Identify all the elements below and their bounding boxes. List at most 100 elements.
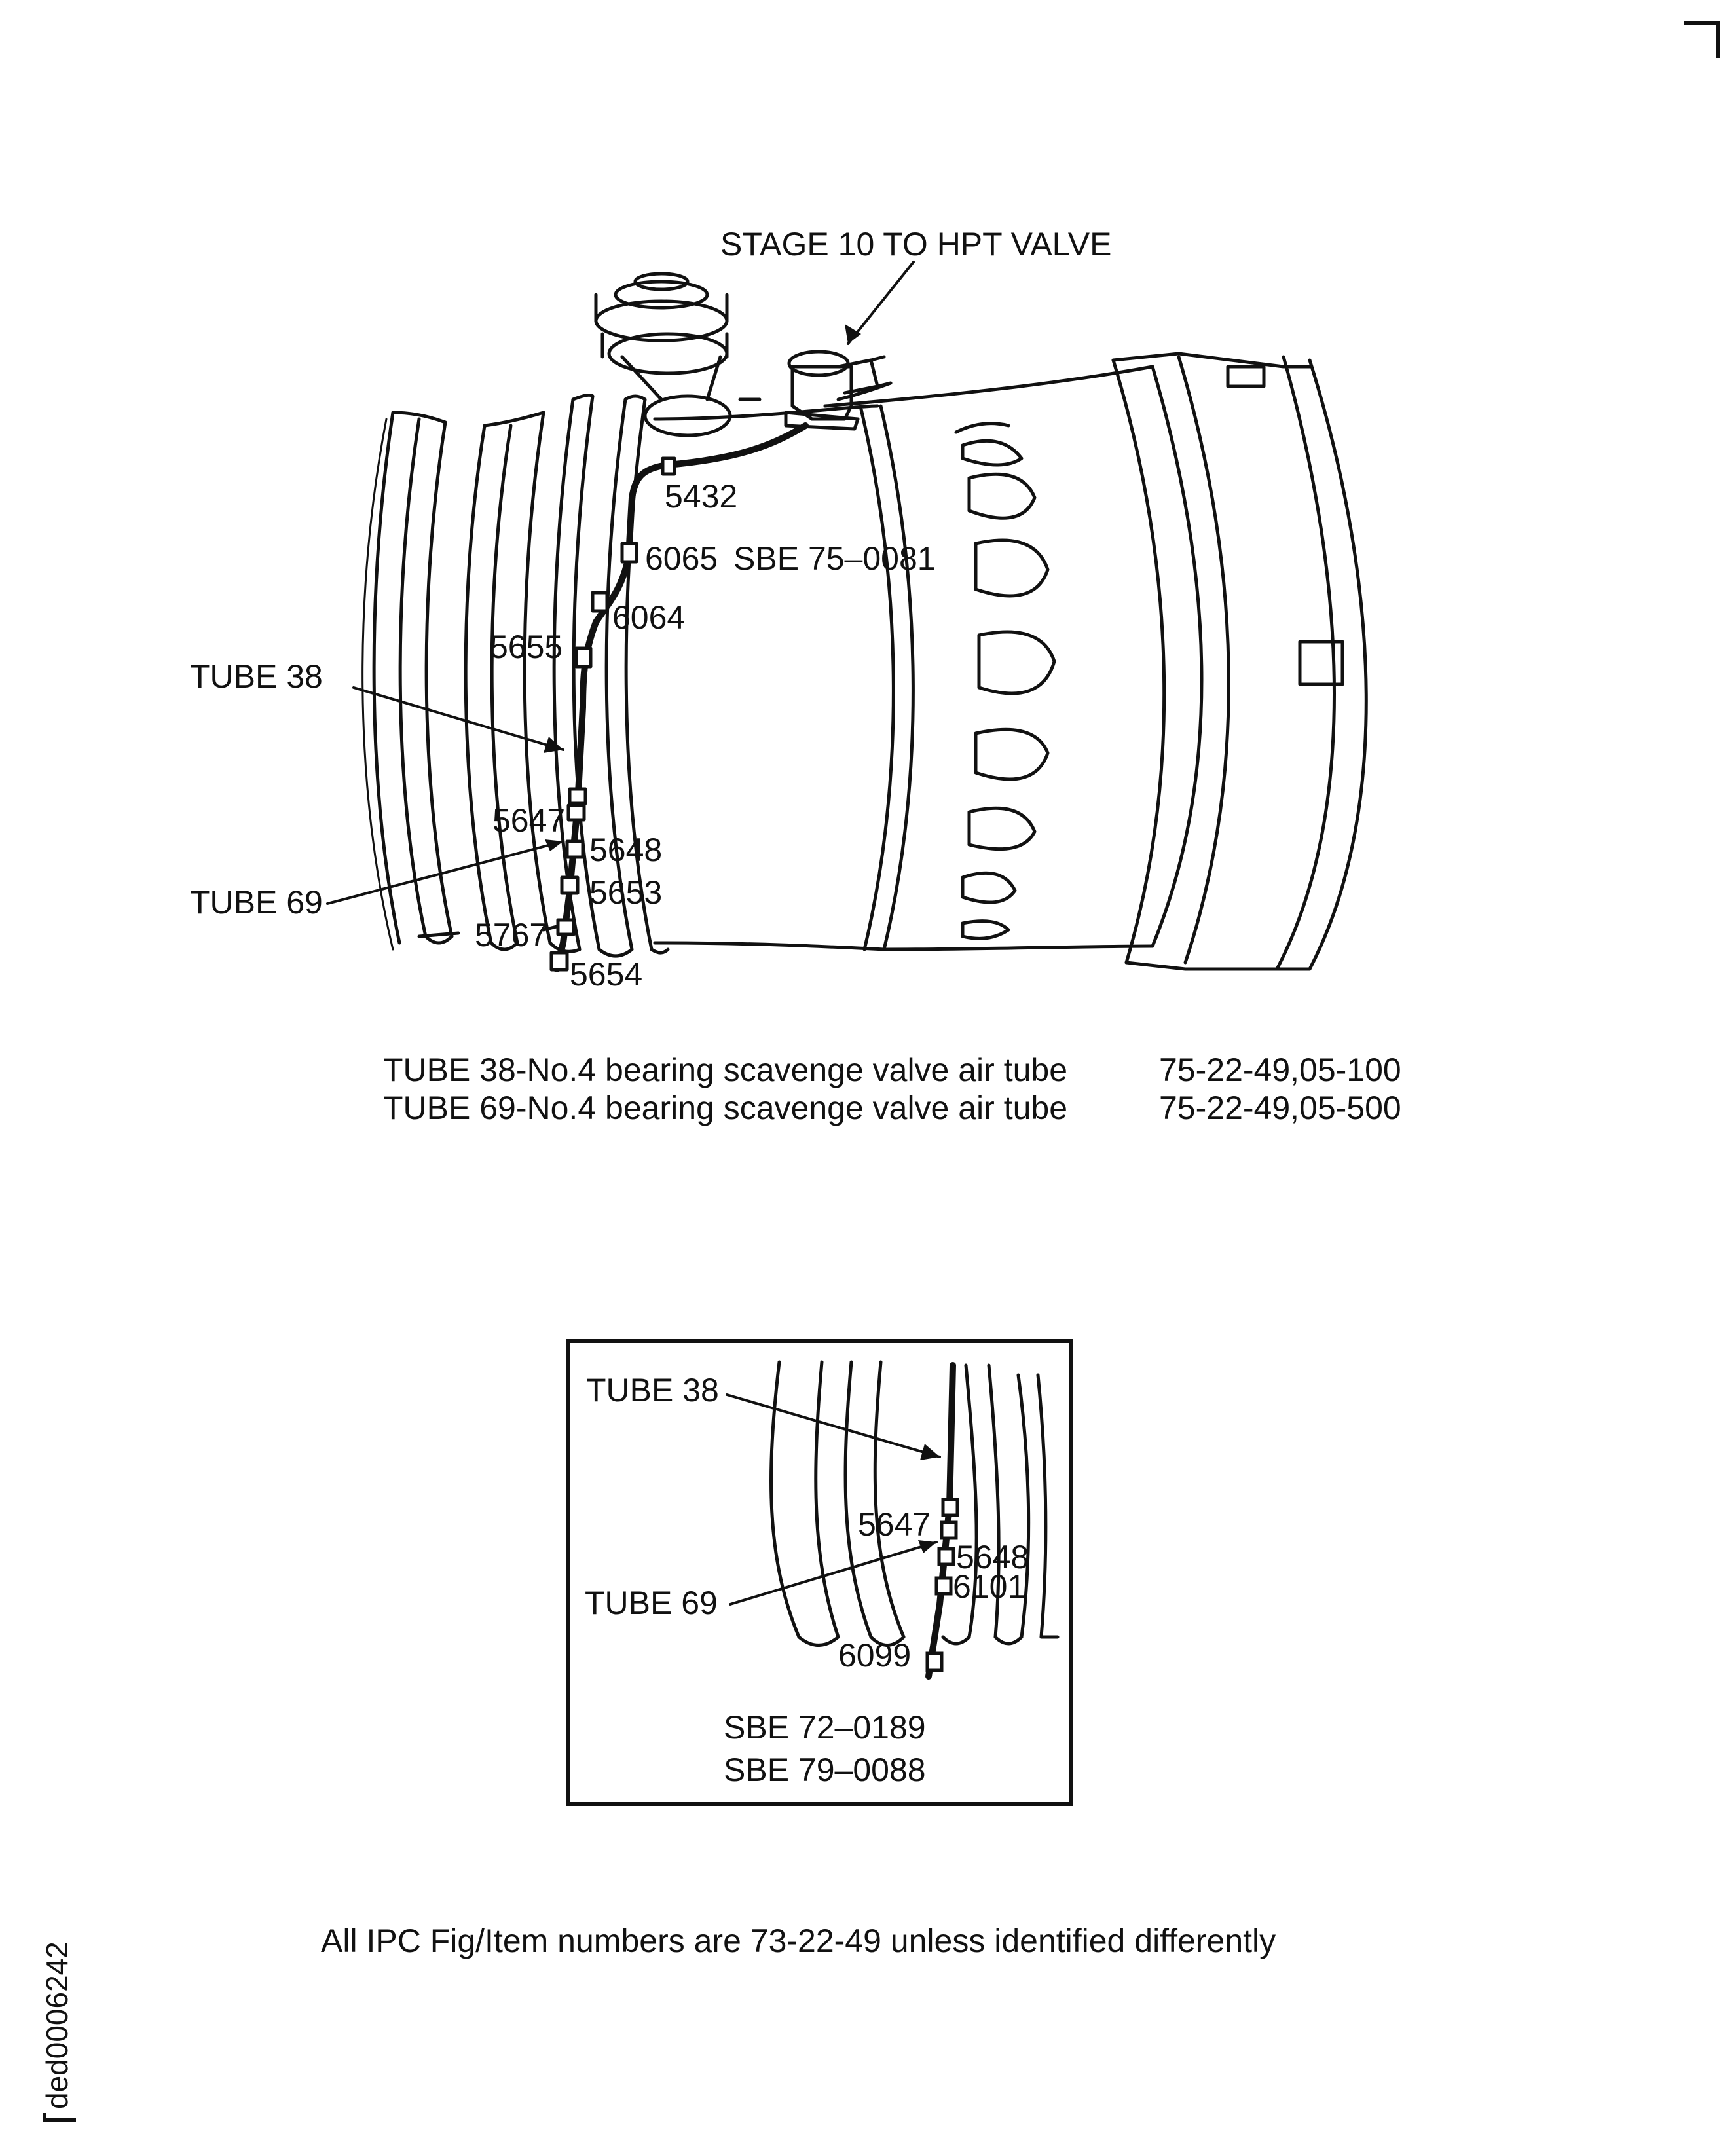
casing-bottom bbox=[653, 941, 1154, 951]
label-5653: 5653 bbox=[589, 874, 662, 911]
port-flange-3 bbox=[614, 280, 709, 310]
inset-label-6101: 6101 bbox=[953, 1568, 1025, 1605]
fitting-6065 bbox=[620, 542, 638, 564]
inset-ring-3 bbox=[843, 1360, 873, 1639]
inset-frame bbox=[566, 1339, 1073, 1806]
inset-fitting-5647b bbox=[940, 1520, 958, 1540]
ring-tops bbox=[391, 393, 647, 428]
slot-7 bbox=[967, 806, 1037, 851]
inset-ring-1 bbox=[769, 1360, 801, 1639]
port-neck bbox=[620, 355, 722, 401]
slot-2 bbox=[961, 439, 1024, 467]
leader-tube38 bbox=[352, 686, 564, 751]
rear-flange-1 bbox=[1111, 358, 1166, 965]
valve-top bbox=[787, 350, 850, 377]
inset-ring-2 bbox=[814, 1360, 840, 1639]
leader-stage10 bbox=[847, 261, 915, 345]
inset-label-tube38: TUBE 38 bbox=[586, 1372, 719, 1408]
rear-end-inner bbox=[1308, 358, 1368, 971]
port-cap bbox=[633, 272, 690, 291]
fitting-5655 bbox=[574, 646, 593, 669]
fitting-5654 bbox=[549, 951, 569, 972]
slot-4 bbox=[974, 538, 1050, 598]
slot-8 bbox=[961, 871, 1017, 904]
inset-bottoms bbox=[797, 1635, 1060, 1647]
fitting-5653 bbox=[560, 875, 580, 895]
inset-ring-4 bbox=[873, 1360, 906, 1639]
rear-top bbox=[1111, 352, 1312, 369]
label-5432: 5432 bbox=[665, 478, 737, 515]
valve-outlet-line bbox=[836, 381, 893, 401]
leader-tube69 bbox=[326, 840, 564, 905]
front-ring-6 bbox=[523, 411, 552, 945]
mid-ring-inner bbox=[879, 404, 915, 951]
fitting-5647a bbox=[568, 787, 587, 805]
slot-3 bbox=[967, 472, 1037, 520]
inset-fitting-6101 bbox=[934, 1576, 953, 1596]
label-5767: 5767 bbox=[475, 917, 547, 953]
label-tube69: TUBE 69 bbox=[190, 884, 323, 921]
rear-tab bbox=[1226, 365, 1266, 388]
corner-crop-mark bbox=[1684, 21, 1720, 58]
arrowheads bbox=[544, 324, 861, 851]
slot-9 bbox=[961, 919, 1010, 940]
rear-flange-outer bbox=[1151, 365, 1204, 948]
label-5648: 5648 bbox=[589, 832, 662, 868]
inset-arrowheads bbox=[918, 1444, 940, 1553]
rear-end-outer bbox=[1275, 355, 1336, 971]
label-6064: 6064 bbox=[612, 599, 685, 636]
inset-label-5648: 5648 bbox=[956, 1539, 1029, 1575]
slot-5 bbox=[977, 630, 1056, 695]
id-tick-mark bbox=[43, 2113, 77, 2122]
caption-tube38-name: TUBE 38-No.4 bearing scavenge valve air … bbox=[383, 1052, 1068, 1088]
label-stage10: STAGE 10 TO HPT VALVE bbox=[720, 226, 1111, 263]
caption-tube69-ref: 75-22-49,05-500 bbox=[1159, 1090, 1401, 1126]
slot-1 bbox=[954, 422, 1010, 434]
label-5647: 5647 bbox=[492, 802, 565, 839]
inset-ring-6 bbox=[987, 1363, 1001, 1639]
outer-casing-left bbox=[361, 418, 394, 951]
valve-arm bbox=[836, 358, 879, 395]
fitting-5767 bbox=[556, 918, 576, 936]
slot-6 bbox=[974, 727, 1050, 781]
fitting-5647b bbox=[566, 803, 586, 822]
front-ring-3 bbox=[424, 420, 454, 938]
fitting-5648 bbox=[565, 839, 585, 859]
fitting-6064 bbox=[591, 591, 609, 613]
inset-ring-8 bbox=[1036, 1373, 1048, 1639]
inset-label-5647: 5647 bbox=[858, 1506, 931, 1543]
document-id: ded0006242 bbox=[39, 1941, 77, 2122]
mid-ring bbox=[859, 407, 895, 951]
label-5654: 5654 bbox=[570, 956, 642, 993]
front-ring-8 bbox=[572, 394, 601, 951]
inset-ring-5 bbox=[964, 1363, 978, 1639]
label-sbe75: SBE 75–0081 bbox=[733, 540, 936, 577]
front-ring-7 bbox=[552, 397, 582, 951]
caption-tube69-name: TUBE 69-No.4 bearing scavenge valve air … bbox=[383, 1090, 1068, 1126]
inset-label-6099: 6099 bbox=[838, 1637, 911, 1674]
label-tube38: TUBE 38 bbox=[190, 658, 323, 695]
port-sides bbox=[594, 293, 729, 359]
inset-tube-38 bbox=[946, 1362, 956, 1509]
label-5655: 5655 bbox=[490, 629, 563, 665]
inset-leader-tube38 bbox=[726, 1393, 941, 1458]
inset-label-sbe79: SBE 79–0088 bbox=[724, 1752, 926, 1788]
label-6065: 6065 bbox=[645, 540, 718, 577]
front-ring-9 bbox=[604, 397, 634, 951]
inset-label-tube69: TUBE 69 bbox=[585, 1585, 718, 1621]
port-base bbox=[643, 394, 732, 437]
caption-tube38-ref: 75-22-49,05-100 bbox=[1159, 1052, 1401, 1088]
front-ring-1 bbox=[372, 411, 401, 945]
footer-note: All IPC Fig/Item numbers are 73-22-49 un… bbox=[321, 1922, 1276, 1959]
inset-fitting-5648 bbox=[937, 1547, 955, 1566]
inset-fitting-6099 bbox=[925, 1651, 944, 1672]
document-id-text: ded0006242 bbox=[40, 1941, 74, 2109]
rear-flange-2 bbox=[1177, 355, 1230, 965]
front-ring-2 bbox=[398, 417, 428, 938]
inset-fitting-5647 bbox=[941, 1498, 959, 1517]
fitting-5432 bbox=[661, 456, 676, 476]
front-ring-5 bbox=[490, 424, 519, 945]
front-ring-4 bbox=[464, 424, 493, 945]
leader-5767 bbox=[417, 925, 559, 938]
